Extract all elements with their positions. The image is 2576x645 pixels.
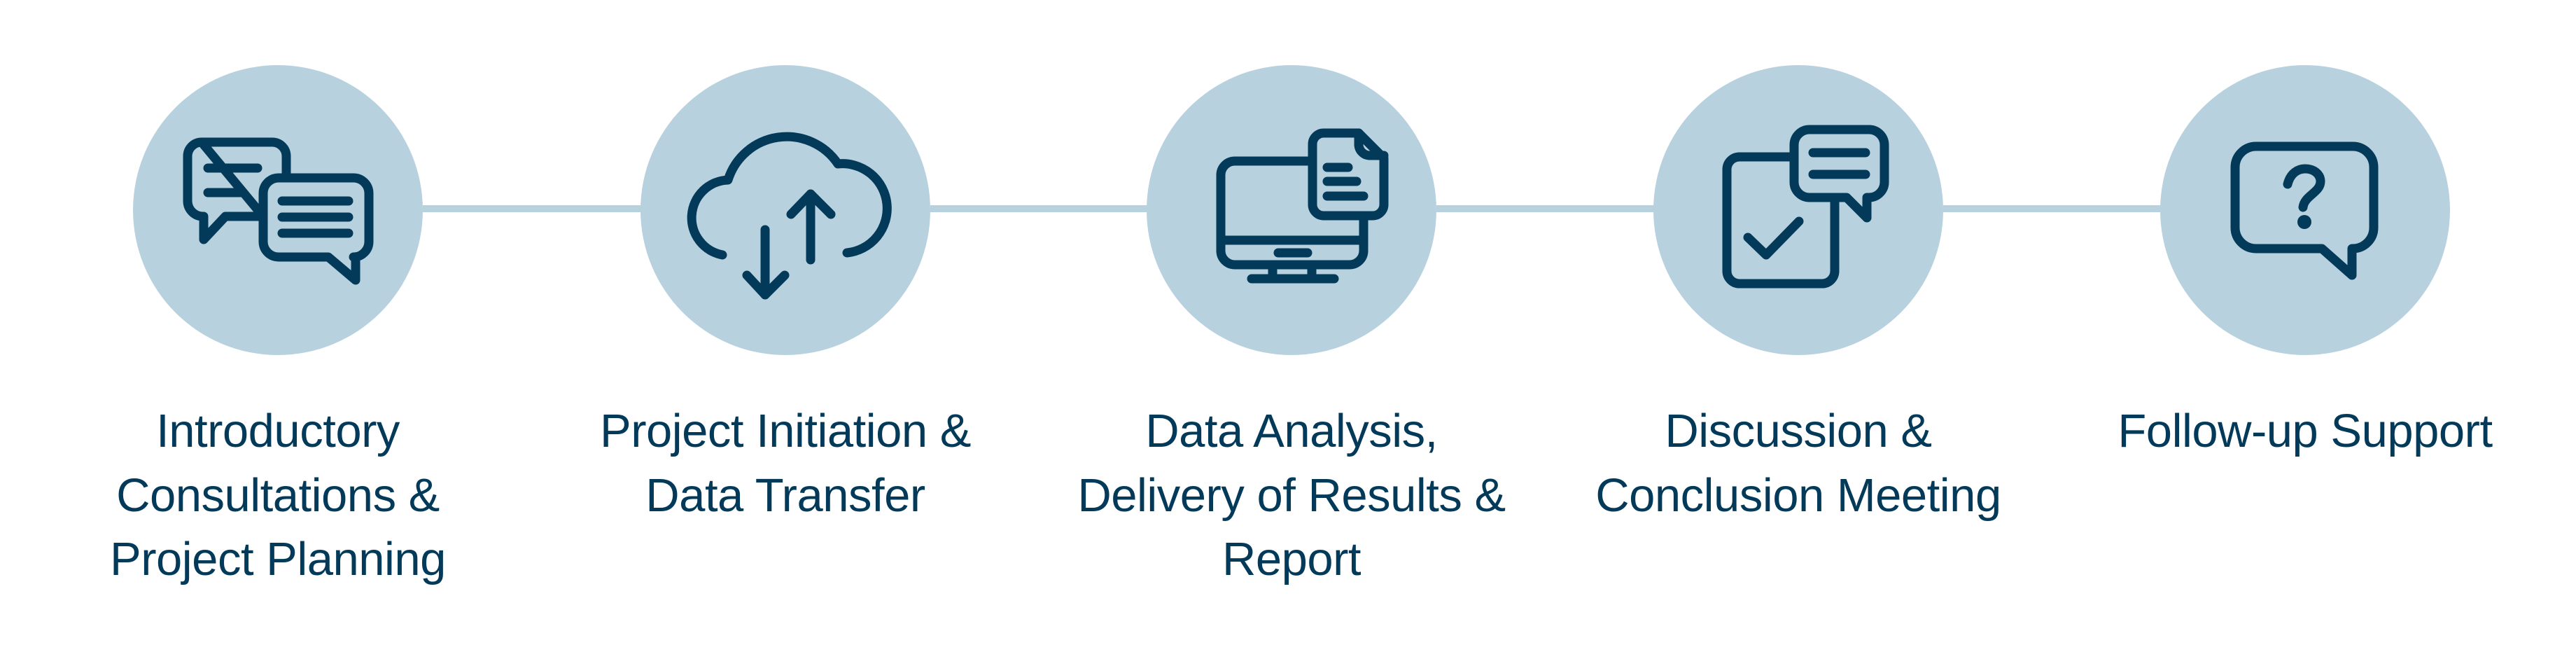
step-5-follow-up-support: Follow-up Support bbox=[2039, 0, 2571, 645]
step-3-circle bbox=[1147, 65, 1436, 355]
connector-2-3 bbox=[930, 205, 1294, 212]
step-1-label-line-3: Project Planning bbox=[110, 533, 446, 585]
question-bubble-icon bbox=[2230, 141, 2379, 280]
step-3-label-line-2: Delivery of Results & bbox=[1077, 469, 1506, 522]
cloud-upload-download-icon bbox=[687, 132, 892, 300]
step-5-circle bbox=[2160, 65, 2450, 355]
step-4-label-line-1: Discussion & bbox=[1665, 405, 1932, 457]
step-4-discussion-conclusion: Discussion & Conclusion Meeting bbox=[1532, 0, 2064, 645]
connector-3-4 bbox=[1436, 205, 1800, 212]
step-1-label: Introductory Consultations & Project Pla… bbox=[12, 399, 544, 592]
checklist-comment-icon bbox=[1722, 125, 1889, 289]
step-2-circle bbox=[640, 65, 930, 355]
connector-1-2 bbox=[423, 205, 787, 212]
step-2-project-initiation: Project Initiation & Data Transfer bbox=[519, 0, 1051, 645]
step-4-label: Discussion & Conclusion Meeting bbox=[1532, 399, 2064, 527]
step-5-label: Follow-up Support bbox=[2039, 399, 2571, 464]
step-5-label-line-1: Follow-up Support bbox=[2118, 405, 2493, 457]
step-3-label-line-3: Report bbox=[1222, 533, 1362, 585]
step-2-label: Project Initiation & Data Transfer bbox=[519, 399, 1051, 527]
step-4-circle bbox=[1653, 65, 1943, 355]
step-1-label-line-2: Consultations & bbox=[116, 469, 440, 522]
step-3-label: Data Analysis, Delivery of Results & Rep… bbox=[1026, 399, 1558, 592]
step-4-label-line-2: Conclusion Meeting bbox=[1595, 469, 2001, 522]
step-2-label-line-2: Data Transfer bbox=[645, 469, 925, 522]
step-1-circle bbox=[133, 65, 423, 355]
step-2-label-line-1: Project Initiation & bbox=[600, 405, 972, 457]
connector-4-5 bbox=[1943, 205, 2307, 212]
step-1-introductory-consultations: Introductory Consultations & Project Pla… bbox=[12, 0, 544, 645]
step-3-label-line-1: Data Analysis, bbox=[1145, 405, 1438, 457]
monitor-document-icon bbox=[1216, 128, 1389, 284]
chat-bubbles-icon bbox=[183, 137, 374, 285]
step-1-label-line-1: Introductory bbox=[156, 405, 400, 457]
step-3-data-analysis: Data Analysis, Delivery of Results & Rep… bbox=[1026, 0, 1558, 645]
